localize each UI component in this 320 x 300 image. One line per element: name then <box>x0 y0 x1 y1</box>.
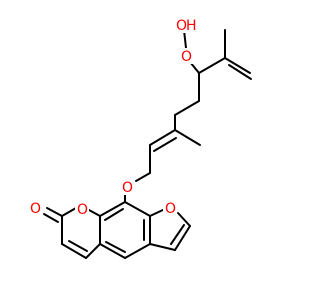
bond-c7-ch2-double-b <box>228 64 252 80</box>
bond-c3-c2-double-a <box>149 129 176 146</box>
bond-c2-carbonyl-o-double <box>43 213 59 223</box>
atom-ether-oxygen: O <box>122 180 133 196</box>
bond-c7-ch2-double-a <box>224 57 251 74</box>
bond-c1-ether-o <box>135 172 151 182</box>
bond-c3-c4 <box>61 243 87 259</box>
bond-c4a-c5 <box>99 243 126 259</box>
lactone-ring-bonds <box>43 207 101 259</box>
bond-c5-c5a <box>124 243 151 259</box>
bond-c4-c4a <box>85 243 101 259</box>
bond-c2-carbonyl-o <box>46 207 63 217</box>
atom-lactone-ring-oxygen: O <box>77 202 88 218</box>
bond-ring-o-c2 <box>61 207 77 217</box>
bond-c2-c3-furan <box>174 225 191 251</box>
bond-c3-c5a <box>149 243 176 251</box>
bond-furan-o-c2 <box>177 212 191 227</box>
bond-c6-c7 <box>198 57 226 74</box>
bond-c3-methyl <box>174 129 201 146</box>
bond-c2-c3-furan-double <box>170 224 185 245</box>
structure-canvas: O H O O O O O <box>28 17 252 259</box>
benzene-ring-bonds <box>99 201 151 259</box>
bond-c8-c8a-double <box>104 208 124 221</box>
bond-c3-c2-double-b <box>153 137 177 152</box>
bond-c4a-c5-double <box>105 241 126 253</box>
bond-c8a-ring-o <box>88 209 101 217</box>
molecule-drawing: O H O O O O O <box>28 17 252 259</box>
bond-c5-c4 <box>174 100 200 116</box>
atom-furan-oxygen: O <box>165 201 176 217</box>
atom-hydroxyl-hydrogen: H <box>186 18 197 34</box>
atom-peroxide-oxygen: O <box>181 49 192 65</box>
bond-c3-c4-double <box>68 240 88 252</box>
atom-labels: O H O O O O O <box>28 17 197 218</box>
atom-carbonyl-oxygen: O <box>30 201 41 217</box>
bond-c8-c8a <box>99 201 126 217</box>
side-chain-bonds <box>124 29 252 203</box>
furan-ring-bonds <box>149 208 191 251</box>
bond-c9a-furan-o <box>149 208 166 217</box>
atom-peroxide-oxygen-top: O <box>176 18 187 34</box>
bond-c9a-c8 <box>124 201 151 217</box>
